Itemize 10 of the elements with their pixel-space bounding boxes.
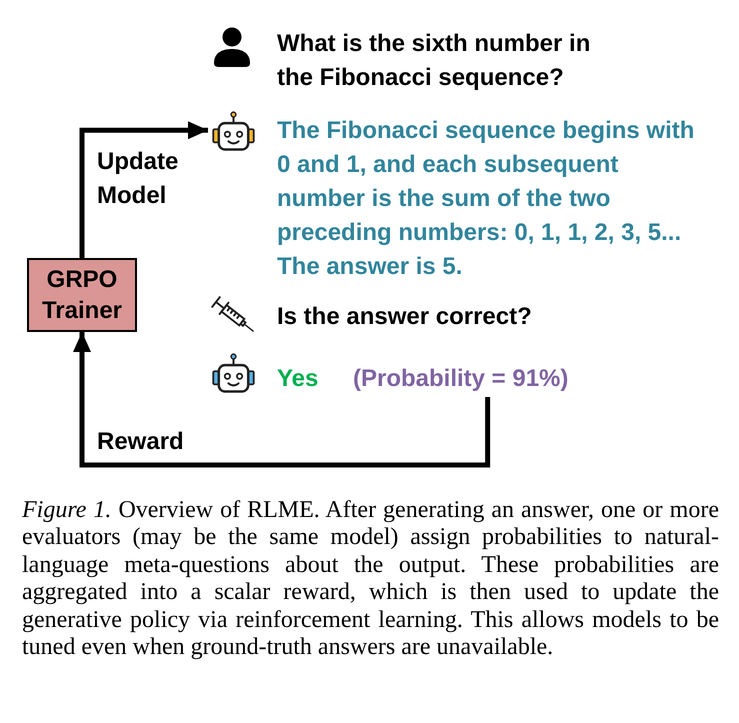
arrow xyxy=(73,332,490,468)
answer-text: Yes xyxy=(277,364,318,394)
robot-icon xyxy=(210,111,257,151)
caption: Figure 1. Overview of RLME. After generating an answer, one or more evaluators (may be the same model) assign probabilities to natural-language meta-questions about the output. These probabilities are aggregated into a scalar reward, which is then used to update the generative policy via reinforcement learning. This allows models to be tuned even when ground-truth answers are unavailable. xyxy=(22,497,719,662)
question-text: What is the sixth number in the Fibonacci sequence? xyxy=(277,29,592,93)
trainer-box: GRPO Trainer xyxy=(27,258,137,332)
arrow xyxy=(80,121,208,258)
response-text: The Fibonacci sequence begins with 0 and 1, and each subsequent number is the sum of the two preceding numbers: 0, 1, 1, 2, 3, 5... The answer is 5. xyxy=(277,116,696,282)
question-text: Is the answer correct? xyxy=(277,302,532,332)
probability-text: (Probability = 91%) xyxy=(353,362,568,396)
